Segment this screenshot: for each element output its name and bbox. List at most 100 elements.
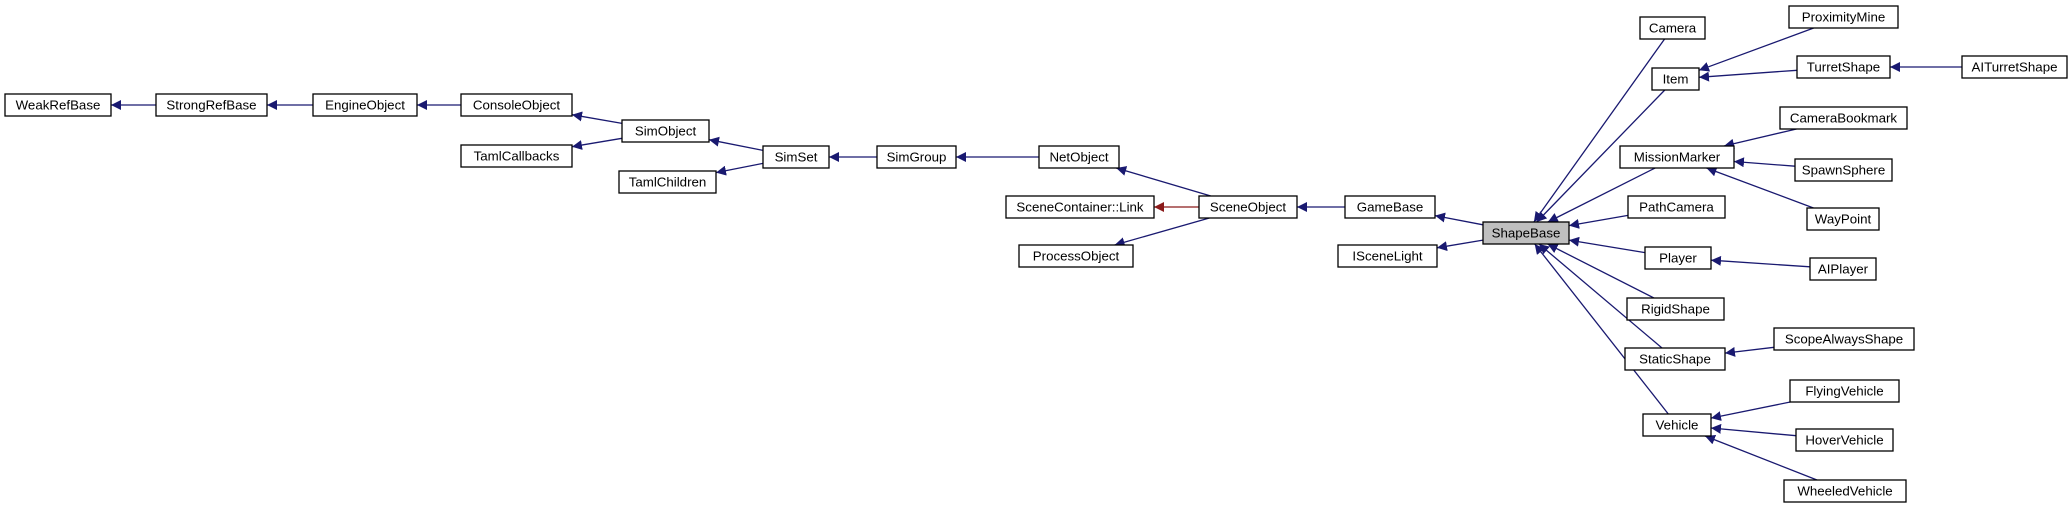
node-box bbox=[1018, 244, 1134, 268]
node-box bbox=[1796, 55, 1891, 79]
node-turretshape[interactable]: TurretShape bbox=[1796, 55, 1891, 79]
node-scenecontainerlink[interactable]: SceneContainer::Link bbox=[1005, 195, 1155, 219]
node-box bbox=[155, 93, 268, 117]
edges-layer bbox=[111, 27, 1962, 481]
edge-sceneobject-to-processobject bbox=[1114, 217, 1210, 248]
edge-simset-to-simobject bbox=[708, 136, 764, 152]
node-label: Item bbox=[1663, 72, 1689, 87]
node-spawnsphere[interactable]: SpawnSphere bbox=[1794, 158, 1893, 182]
node-label: WayPoint bbox=[1815, 212, 1872, 227]
node-box bbox=[1806, 207, 1880, 231]
node-strongrefbase[interactable]: StrongRefBase bbox=[155, 93, 268, 117]
node-box bbox=[1038, 145, 1120, 169]
node-label: SceneContainer::Link bbox=[1016, 200, 1143, 215]
node-sceneobject[interactable]: SceneObject bbox=[1198, 195, 1298, 219]
node-label: AITurretShape bbox=[1972, 60, 2058, 75]
node-label: SceneObject bbox=[1210, 200, 1286, 215]
node-label: WheeledVehicle bbox=[1797, 484, 1892, 499]
node-box bbox=[1482, 221, 1570, 245]
node-item[interactable]: Item bbox=[1651, 67, 1700, 91]
node-flyingvehicle[interactable]: FlyingVehicle bbox=[1789, 379, 1900, 403]
edge-simobject-to-tamlcallbacks bbox=[571, 137, 623, 150]
node-hovervehicle[interactable]: HoverVehicle bbox=[1795, 428, 1894, 452]
node-box bbox=[1651, 67, 1700, 91]
node-label: Camera bbox=[1649, 21, 1697, 36]
node-label: PathCamera bbox=[1639, 200, 1714, 215]
edge-rigidshape-to-shapebase bbox=[1547, 243, 1655, 299]
edge-flyingvehicle-to-vehicle bbox=[1710, 401, 1791, 422]
edge-aiplayer-to-player bbox=[1710, 255, 1811, 268]
node-label: ShapeBase bbox=[1492, 226, 1561, 241]
node-label: NetObject bbox=[1049, 150, 1108, 165]
node-pathcamera[interactable]: PathCamera bbox=[1627, 195, 1726, 219]
node-box bbox=[621, 119, 710, 143]
edge-vehicle-to-shapebase bbox=[1534, 243, 1669, 415]
node-label: HoverVehicle bbox=[1805, 433, 1883, 448]
node-gamebase[interactable]: GameBase bbox=[1344, 195, 1436, 219]
node-aiplayer[interactable]: AIPlayer bbox=[1809, 257, 1877, 281]
node-label: SpawnSphere bbox=[1802, 163, 1886, 178]
edge-camerabookmark-to-missionmarker bbox=[1723, 128, 1797, 149]
node-box bbox=[1644, 246, 1712, 270]
node-label: CameraBookmark bbox=[1790, 111, 1897, 126]
node-netobject[interactable]: NetObject bbox=[1038, 145, 1120, 169]
node-shapebase[interactable]: ShapeBase bbox=[1482, 221, 1570, 245]
node-label: GameBase bbox=[1357, 200, 1424, 215]
node-label: SimSet bbox=[775, 150, 818, 165]
edge-proximitymine-to-item bbox=[1698, 27, 1814, 72]
node-label: ConsoleObject bbox=[473, 98, 561, 113]
node-label: TamlChildren bbox=[629, 175, 707, 190]
edge-missionmarker-to-shapebase bbox=[1547, 167, 1656, 223]
node-box bbox=[4, 93, 112, 117]
node-box bbox=[1642, 413, 1712, 437]
node-box bbox=[1639, 16, 1706, 40]
node-box bbox=[1779, 106, 1908, 130]
node-label: WeakRefBase bbox=[16, 98, 101, 113]
node-rigidshape[interactable]: RigidShape bbox=[1626, 297, 1725, 321]
node-box bbox=[1619, 145, 1735, 169]
node-aiturretshape[interactable]: AITurretShape bbox=[1961, 55, 2068, 79]
node-box bbox=[618, 170, 717, 194]
node-waypoint[interactable]: WayPoint bbox=[1806, 207, 1880, 231]
node-consoleobject[interactable]: ConsoleObject bbox=[460, 93, 573, 117]
node-weakrefbase[interactable]: WeakRefBase bbox=[4, 93, 112, 117]
node-missionmarker[interactable]: MissionMarker bbox=[1619, 145, 1735, 169]
node-scopealwaysshape[interactable]: ScopeAlwaysShape bbox=[1773, 327, 1915, 351]
node-proximitymine[interactable]: ProximityMine bbox=[1788, 5, 1899, 29]
node-box bbox=[1337, 244, 1438, 268]
node-label: Player bbox=[1659, 251, 1697, 266]
edge-hovervehicle-to-vehicle bbox=[1710, 423, 1797, 437]
node-engineobject[interactable]: EngineObject bbox=[312, 93, 418, 117]
node-wheeledvehicle[interactable]: WheeledVehicle bbox=[1783, 479, 1907, 503]
edge-simset-to-tamlchildren bbox=[715, 162, 764, 176]
node-iscenelight[interactable]: ISceneLight bbox=[1337, 244, 1438, 268]
node-box bbox=[1961, 55, 2068, 79]
node-box bbox=[762, 145, 830, 169]
node-box bbox=[1773, 327, 1915, 351]
node-tamlchildren[interactable]: TamlChildren bbox=[618, 170, 717, 194]
node-camera[interactable]: Camera bbox=[1639, 16, 1706, 40]
node-processobject[interactable]: ProcessObject bbox=[1018, 244, 1134, 268]
node-camerabookmark[interactable]: CameraBookmark bbox=[1779, 106, 1908, 130]
node-vehicle[interactable]: Vehicle bbox=[1642, 413, 1712, 437]
node-box bbox=[1198, 195, 1298, 219]
edge-simobject-to-consoleobject bbox=[571, 111, 623, 125]
node-box bbox=[1809, 257, 1877, 281]
nodes-layer: WeakRefBase StrongRefBase EngineObject Cons… bbox=[4, 5, 2068, 503]
node-player[interactable]: Player bbox=[1644, 246, 1712, 270]
node-tamlcallbacks[interactable]: TamlCallbacks bbox=[460, 144, 573, 168]
node-label: TurretShape bbox=[1807, 60, 1880, 75]
node-label: ScopeAlwaysShape bbox=[1785, 332, 1903, 347]
node-staticshape[interactable]: StaticShape bbox=[1624, 347, 1726, 371]
node-simset[interactable]: SimSet bbox=[762, 145, 830, 169]
node-label: ProximityMine bbox=[1802, 10, 1886, 25]
node-box bbox=[1789, 379, 1900, 403]
node-simgroup[interactable]: SimGroup bbox=[876, 145, 957, 169]
node-label: TamlCallbacks bbox=[474, 149, 560, 164]
node-box bbox=[1624, 347, 1726, 371]
node-box bbox=[1626, 297, 1725, 321]
node-simobject[interactable]: SimObject bbox=[621, 119, 710, 143]
node-box bbox=[460, 93, 573, 117]
node-box bbox=[1795, 428, 1894, 452]
